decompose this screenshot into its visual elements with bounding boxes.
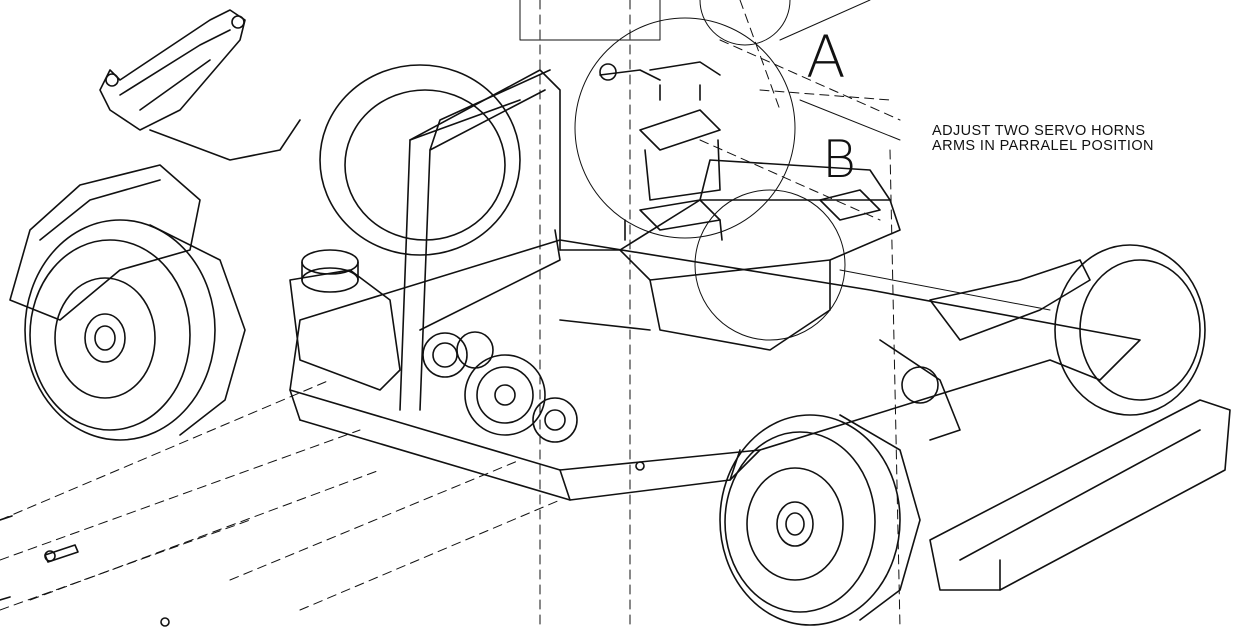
transmission-gears <box>422 331 578 443</box>
detail-circle-top-partial <box>699 0 791 46</box>
front-left-wheel <box>24 219 246 441</box>
instruction-line-1: ADJUST TWO SERVO HORNS <box>932 123 1146 139</box>
chassis-plate <box>289 239 1141 501</box>
loose-screws <box>0 515 170 627</box>
rear-left-wheel <box>319 64 521 256</box>
front-shock-tower <box>99 9 301 161</box>
dashed-leader-lines <box>0 0 901 628</box>
detail-circle-b <box>694 189 846 341</box>
callout-label-a: A <box>806 23 846 91</box>
servo-exploded-parts <box>599 61 881 241</box>
rear-bumper <box>929 399 1231 591</box>
fuel-tank <box>289 249 401 391</box>
far-rear-wheel <box>1054 244 1206 416</box>
callout-label-b: B <box>822 130 857 190</box>
detail-circle-a <box>574 17 796 239</box>
front-body-shell <box>9 164 201 321</box>
rear-right-wheel <box>719 414 921 626</box>
servo-adjustment-instruction: ADJUST TWO SERVO HORNS ARMS IN PARRALEL … <box>932 124 1154 154</box>
callout-leader-lines <box>519 0 1051 311</box>
rear-shock-tower <box>879 259 1091 441</box>
instruction-line-2: ARMS IN PARRALEL POSITION <box>932 138 1154 154</box>
roll-cage <box>399 69 561 411</box>
